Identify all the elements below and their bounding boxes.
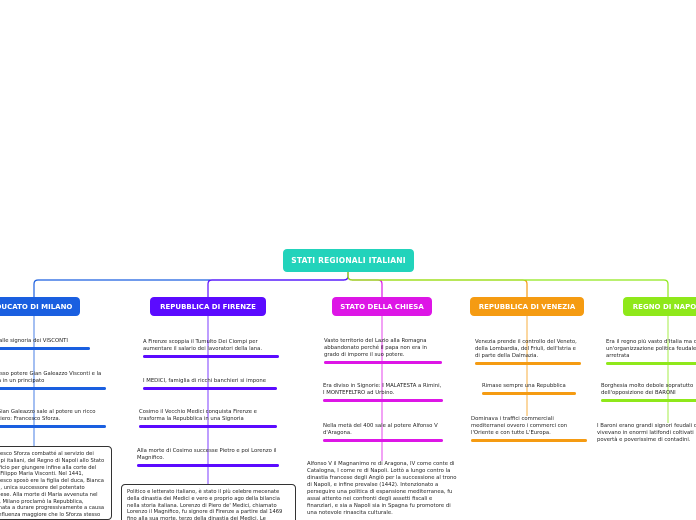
leaf-underline [471,439,587,442]
leaf-topic[interactable]: Nella metà del 400 sale al potere Alfons… [323,423,438,436]
leaf-underline [324,361,442,364]
leaf-underline [323,439,443,442]
branch-node[interactable]: REGNO DI NAPOLI [623,297,696,316]
leaf-underline [482,392,576,395]
leaf-underline [0,387,106,390]
branch-connector [347,272,669,297]
leaf-topic[interactable]: Alfonso V il Magnanimo re di Aragona, IV… [307,461,457,516]
leaf-underline [601,399,696,402]
leaf-topic[interactable]: Era il regno più vasto d'Italia ma con u… [606,339,696,359]
leaf-topic[interactable]: Il possesso potere Gian Galeazzo Viscont… [0,371,102,384]
branch-node[interactable]: REPUBBLICA DI FIRENZE [150,297,266,316]
root-topic[interactable]: STATI REGIONALI ITALIANI [283,249,414,272]
leaf-topic[interactable]: Stato dalle signoria dei VISCONTI [0,338,68,344]
leaf-topic[interactable]: Francesco Sforza combatté al servizio de… [0,446,112,520]
leaf-topic[interactable]: Venezia prende il controllo del Veneto, … [475,339,577,359]
leaf-underline [606,362,696,365]
leaf-topic[interactable]: I MEDICI, famiglia di ricchi banchieri s… [143,378,266,384]
leaf-topic[interactable]: Era diviso in Signorie: I MALATESTA a Ri… [323,383,442,396]
branch-node[interactable]: REPUBBLICA DI VENEZIA [470,297,584,316]
leaf-underline [323,399,443,402]
branch-connector [347,272,528,297]
leaf-topic[interactable]: Cosimo il Vecchio Medici conquista Firen… [139,409,257,422]
leaf-underline [139,425,277,428]
leaf-topic[interactable]: I Baroni erano grandi signori feudali ch… [597,423,696,443]
leaf-topic[interactable]: Alla morte di Cosimo successe Pietro e p… [137,448,277,461]
leaf-underline [0,425,106,428]
leaf-topic[interactable]: Rimase sempre una Repubblica [482,383,566,389]
branch-node[interactable]: STATO DELLA CHIESA [332,297,432,316]
leaf-underline [143,387,277,390]
branch-connector [33,272,349,297]
branch-connector [207,272,349,297]
leaf-underline [475,362,581,365]
leaf-underline [143,355,279,358]
leaf-topic[interactable]: A Firenze scoppia il Tumulto Dei Ciompi … [143,339,263,352]
leaf-topic[interactable]: Vasto territorio del Lazio alla Romagna … [324,338,428,358]
leaf-underline [0,347,90,350]
branch-connector [347,272,383,297]
leaf-topic[interactable]: Politico e letterato italiano, è stato i… [121,484,296,520]
leaf-topic[interactable]: Borghesia molto debole sopratutto dell'o… [601,383,694,396]
leaf-topic[interactable]: Dominava i traffici commerciali mediterr… [471,416,568,436]
branch-node[interactable]: DUCATO DI MILANO [0,297,80,316]
leaf-topic[interactable]: Morto Gian Galeazzo sale al potere un ri… [0,409,96,422]
leaf-underline [137,464,279,467]
